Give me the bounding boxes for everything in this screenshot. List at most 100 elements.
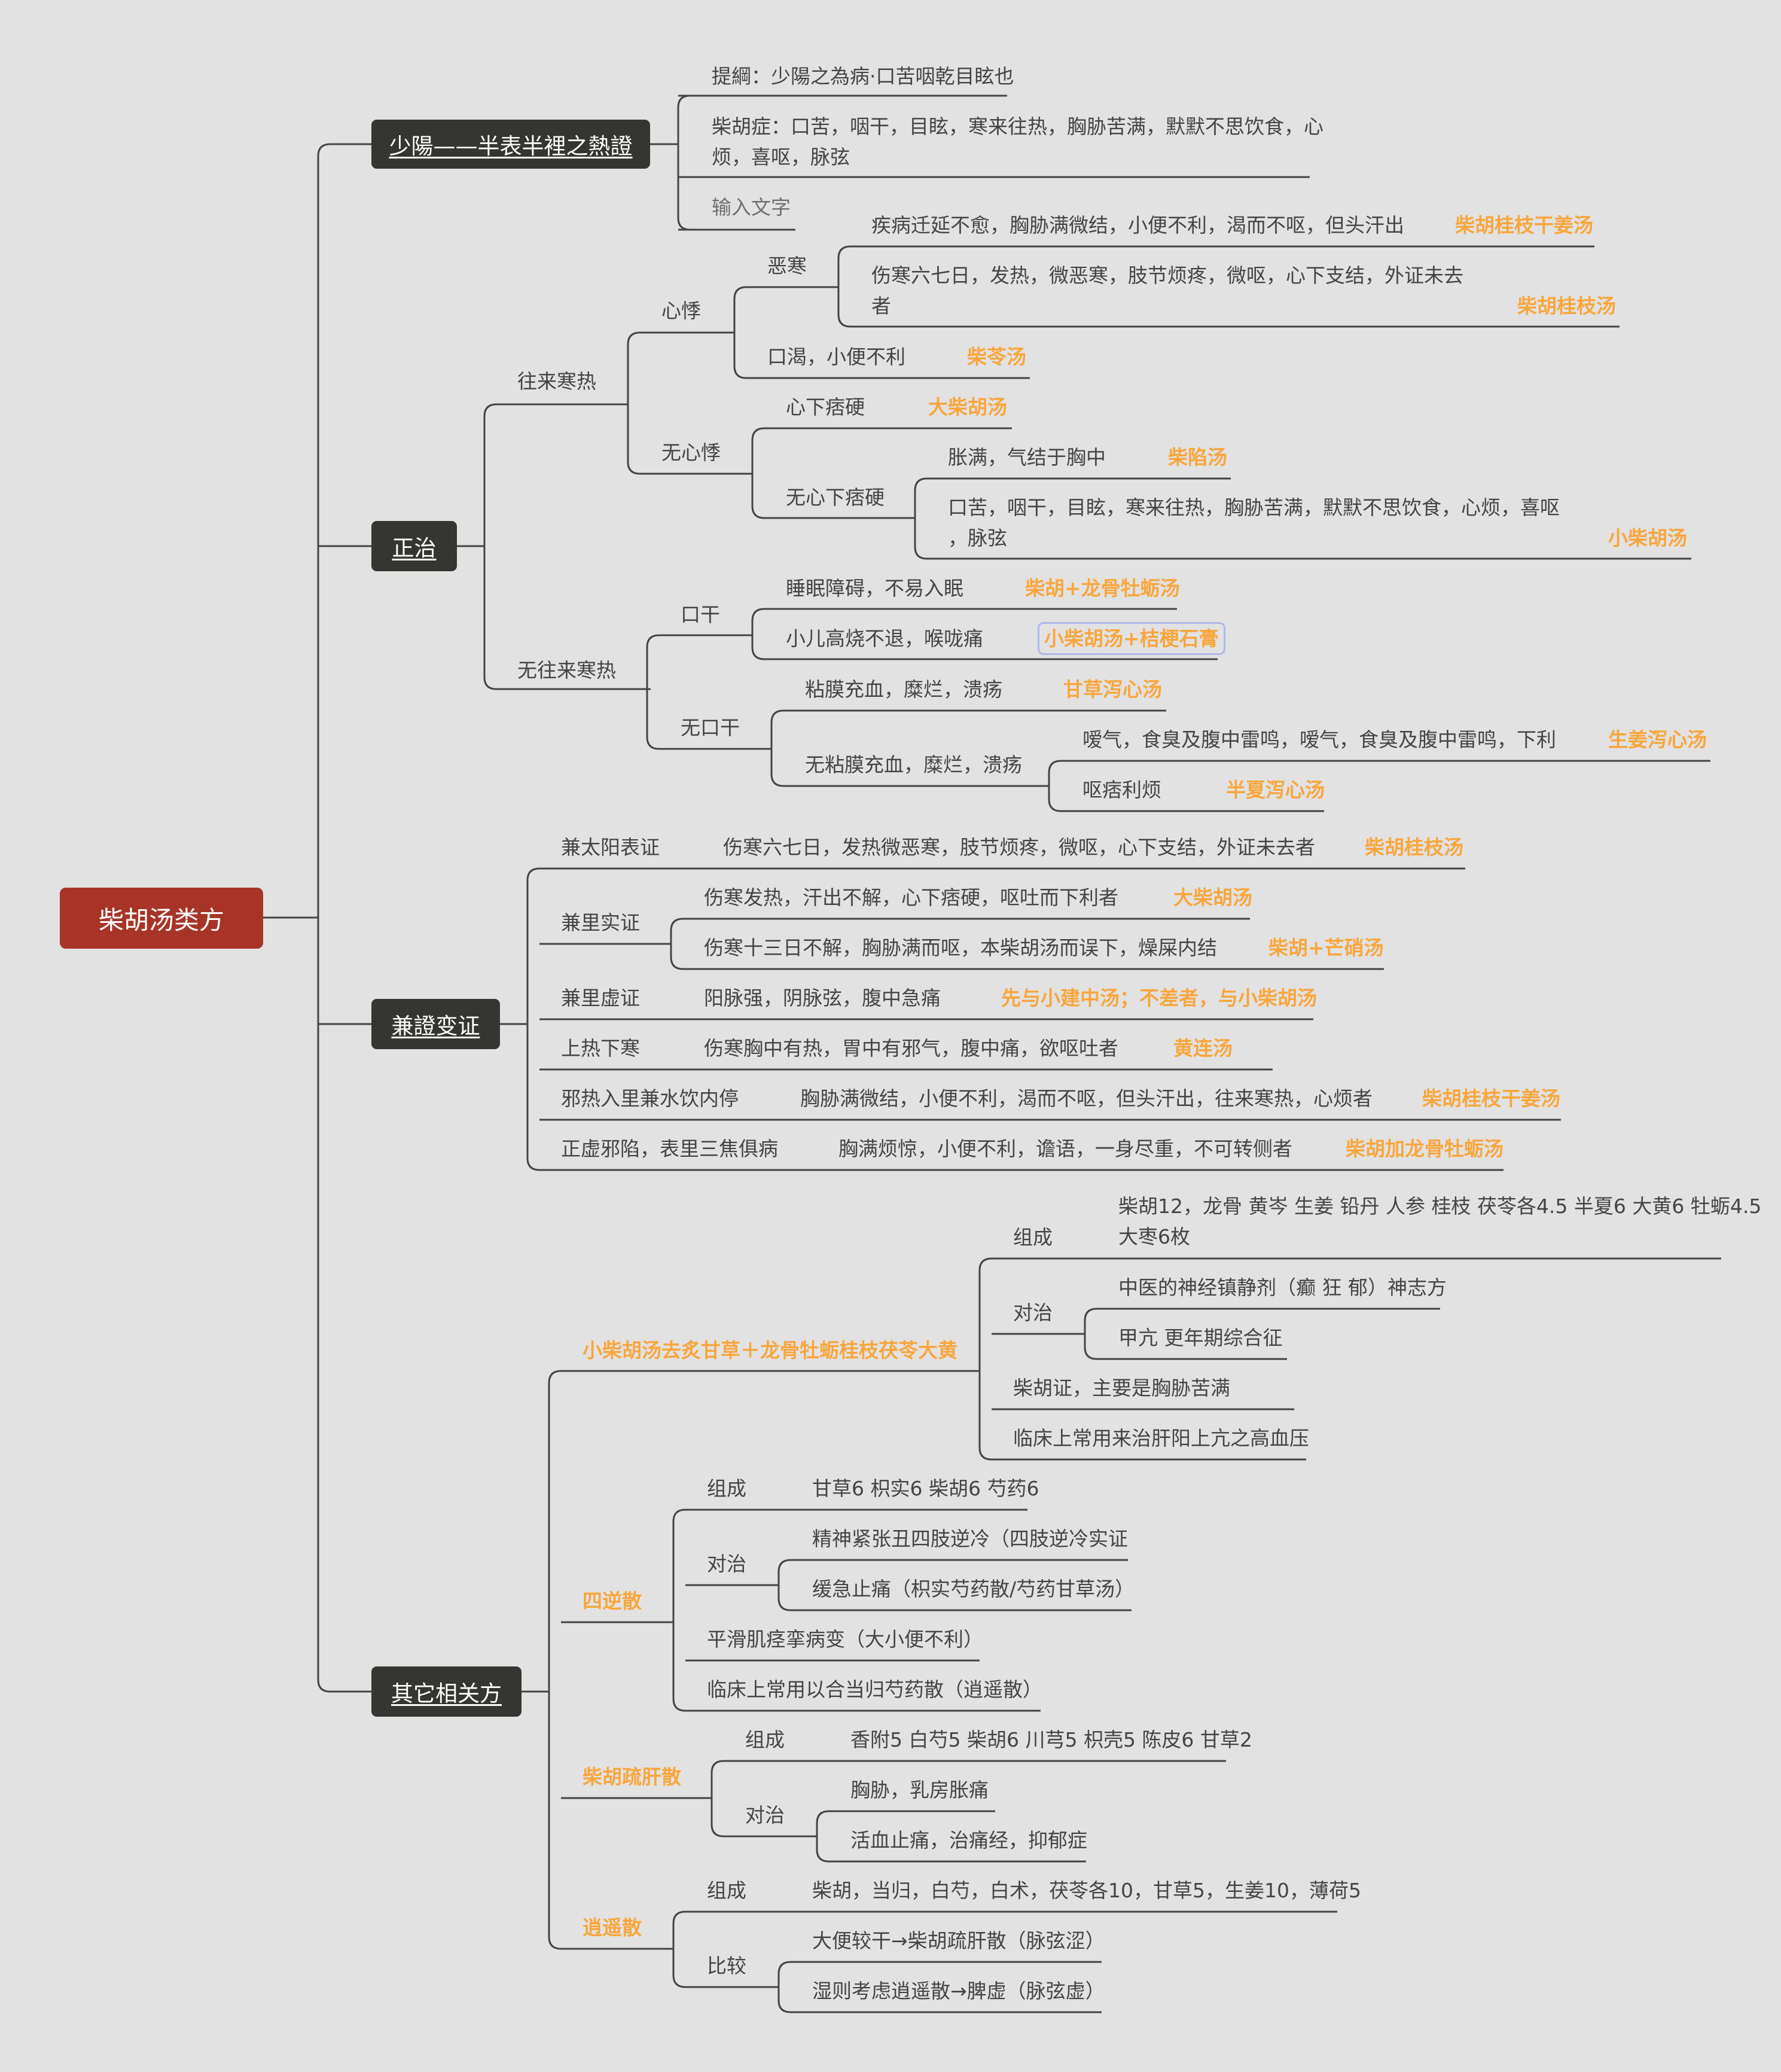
qt-f2-duizhi[interactable]: 对治 xyxy=(707,1552,746,1576)
zz-shang-line1[interactable]: 伤寒六七日，发热，微恶寒，肢节烦疼，微呕，心下支结，外证未去 xyxy=(871,264,1463,287)
zz-kouke[interactable]: 口渴，小便不利 xyxy=(767,345,905,368)
qt-f4[interactable]: 逍遥散 xyxy=(583,1916,642,1939)
jz-zhengxu-desc[interactable]: 胸满烦惊，小便不利，谵语，一身尽重，不可转侧者 xyxy=(838,1137,1292,1160)
qt-f1-zc-line2[interactable]: 大枣6枚 xyxy=(1118,1225,1190,1248)
qt-f4-zucheng[interactable]: 组成 xyxy=(707,1879,746,1902)
zz-wuwanglai[interactable]: 无往来寒热 xyxy=(517,659,616,682)
branch-zhengzhi[interactable]: 正治 xyxy=(371,521,457,571)
jz-xiere-formula[interactable]: 柴胡桂枝干姜汤 xyxy=(1422,1087,1560,1110)
f2-dz-bracket-top xyxy=(777,1559,791,1573)
zz-xiaoer[interactable]: 小儿高烧不退，喉咙痛 xyxy=(786,627,983,650)
jz-shangre[interactable]: 上热下寒 xyxy=(561,1037,640,1060)
jz-taiyang-desc[interactable]: 伤寒六七日，发热微恶寒，肢节烦疼，微呕，心下支结，外证未去者 xyxy=(723,836,1315,859)
shaoyang-input-placeholder[interactable]: 输入文字 xyxy=(712,196,791,219)
zz-wuxinxia[interactable]: 无心下痞硬 xyxy=(786,486,885,509)
qt-f2-dz2[interactable]: 缓急止痛（枳实芍药散/芍药甘草汤） xyxy=(812,1577,1135,1601)
zz-xinji[interactable]: 心悸 xyxy=(661,299,701,322)
zz-wunian[interactable]: 无粘膜充血，糜烂，溃疡 xyxy=(805,753,1022,776)
zz-kouku-formula[interactable]: 小柴胡汤 xyxy=(1608,526,1687,550)
f4-bracket-bottom xyxy=(672,1975,686,1988)
zz-oupi[interactable]: 呕痞利烦 xyxy=(1082,778,1161,802)
jz-lishi-desc1[interactable]: 伤寒发热，汗出不解，心下痞硬，呕吐而下利者 xyxy=(704,886,1118,909)
jz-lishi-desc2[interactable]: 伤寒十三日不解，胸胁满而呕，本柴胡汤而误下，燥屎内结 xyxy=(704,936,1217,959)
qt-f3-dz1[interactable]: 胸胁，乳房胀痛 xyxy=(850,1778,989,1802)
zz-kougan[interactable]: 口干 xyxy=(681,603,720,626)
jz-lishi[interactable]: 兼里实证 xyxy=(561,911,640,934)
jz-taiyang[interactable]: 兼太阳表证 xyxy=(561,836,660,859)
shaoyang-bracket-bottom xyxy=(677,217,691,231)
jz-lishi-formula2[interactable]: 柴胡+芒硝汤 xyxy=(1268,936,1384,959)
jz-lixu[interactable]: 兼里虚证 xyxy=(561,986,640,1010)
jz-shangre-formula[interactable]: 黄连汤 xyxy=(1173,1037,1233,1060)
qt-f3-zc[interactable]: 香附5 白芍5 柴胡6 川芎5 枳壳5 陈皮6 甘草2 xyxy=(850,1728,1252,1751)
qt-f1-c4[interactable]: 临床上常用来治肝阳上亢之高血压 xyxy=(1013,1427,1309,1450)
jz-xiere[interactable]: 邪热入里兼水饮内停 xyxy=(561,1087,739,1110)
zz-nian-formula[interactable]: 甘草泻心汤 xyxy=(1063,678,1162,701)
qt-f2-c3[interactable]: 平滑肌痉挛病变（大小便不利） xyxy=(707,1628,983,1651)
jz-lixu-formula[interactable]: 先与小建中汤；不差者，与小柴胡汤 xyxy=(1001,986,1317,1010)
zz-shang-formula[interactable]: 柴胡桂枝汤 xyxy=(1517,294,1616,318)
qt-f2-zc[interactable]: 甘草6 枳实6 柴胡6 芍药6 xyxy=(812,1477,1039,1500)
jz-shangre-desc[interactable]: 伤寒胸中有热，胃中有邪气，腹中痛，欲呕吐者 xyxy=(704,1037,1118,1060)
root-bracket-bottom xyxy=(317,1679,331,1693)
zz-zhang-formula[interactable]: 柴陷汤 xyxy=(1168,446,1227,469)
qt-f4-zc[interactable]: 柴胡，当归，白芍，白术，茯苓各10，甘草5，生姜10，薄荷5 xyxy=(812,1879,1361,1902)
qt-f4-bj1[interactable]: 大便较干→柴胡疏肝散（脉弦涩） xyxy=(812,1929,1105,1952)
shaoyang-chaihu-line2[interactable]: 烦，喜呕，脉弦 xyxy=(712,145,850,169)
kougan-bracket-top xyxy=(751,608,765,621)
jz-bracket-bottom xyxy=(526,1157,540,1171)
zz-nian[interactable]: 粘膜充血，糜烂，溃疡 xyxy=(805,678,1002,701)
zz-aiqi[interactable]: 嗳气，食臭及腹中雷鸣，嗳气，食臭及腹中雷鸣，下利 xyxy=(1082,728,1556,751)
jz-taiyang-formula[interactable]: 柴胡桂枝汤 xyxy=(1365,836,1463,859)
qt-f3-duizhi[interactable]: 对治 xyxy=(745,1803,785,1827)
zz-ji1[interactable]: 疾病迁延不愈，胸胁满微结，小便不利，渴而不呕，但头汗出 xyxy=(871,214,1404,237)
jz-zhengxu-formula[interactable]: 柴胡加龙骨牡蛎汤 xyxy=(1346,1137,1504,1160)
qt-f2-dz1[interactable]: 精神紧张丑四肢逆冷（四肢逆冷实证 xyxy=(812,1527,1128,1550)
zz-oupi-formula[interactable]: 半夏泻心汤 xyxy=(1226,778,1325,802)
zz-ji1-formula[interactable]: 柴胡桂枝干姜汤 xyxy=(1455,214,1593,237)
zz-shang-line2[interactable]: 者 xyxy=(871,294,891,318)
zz-kouke-formula[interactable]: 柴苓汤 xyxy=(967,345,1026,368)
qt-f1-duizhi[interactable]: 对治 xyxy=(1013,1301,1053,1324)
qt-f2[interactable]: 四逆散 xyxy=(583,1589,642,1613)
qt-f3-zucheng[interactable]: 组成 xyxy=(745,1728,785,1751)
wukougan-bracket-bottom xyxy=(770,773,784,787)
zz-zhang[interactable]: 胀满，气结于胸中 xyxy=(948,446,1106,469)
qt-f2-c4[interactable]: 临床上常用以合当归芍药散（逍遥散） xyxy=(707,1678,1042,1701)
qt-f4-bj2[interactable]: 湿则考虑逍遥散→脾虚（脉弦虚） xyxy=(812,1979,1105,2003)
zz-xiaoer-formula[interactable]: 小柴胡汤+桔梗石膏 xyxy=(1038,622,1225,655)
zz-kouku-line2[interactable]: ，脉弦 xyxy=(948,526,1007,550)
branch-shaoyang[interactable]: 少陽——半表半裡之熱證 xyxy=(371,120,650,169)
qt-f1-zucheng[interactable]: 组成 xyxy=(1013,1226,1053,1249)
jz-lishi-formula1[interactable]: 大柴胡汤 xyxy=(1173,886,1252,909)
zz-wuxinji[interactable]: 无心悸 xyxy=(661,441,721,464)
jz-xiere-desc[interactable]: 胸胁满微结，小便不利，渴而不呕，但头汗出，往来寒热，心烦者 xyxy=(800,1087,1373,1110)
qt-f1-dz1[interactable]: 中医的神经镇静剂（癫 狂 郁）神志方 xyxy=(1118,1276,1447,1299)
branch-qita[interactable]: 其它相关方 xyxy=(371,1666,522,1717)
zz-shuimian-formula[interactable]: 柴胡+龙骨牡蛎汤 xyxy=(1025,577,1180,600)
jz-zhengxu[interactable]: 正虚邪陷，表里三焦俱病 xyxy=(561,1137,778,1160)
qt-f3[interactable]: 柴胡疏肝散 xyxy=(583,1765,681,1788)
zz-shuimian[interactable]: 睡眠障碍，不易入眠 xyxy=(786,577,963,600)
qt-f1-dz2[interactable]: 甲亢 更年期综合征 xyxy=(1118,1326,1283,1349)
zz-xinxia[interactable]: 心下痞硬 xyxy=(786,395,865,419)
zz-kouku-line1[interactable]: 口苦，咽干，目眩，寒来往热，胸胁苦满，默默不思饮食，心烦，喜呕 xyxy=(948,496,1560,519)
qt-f1-zc-line1[interactable]: 柴胡12，龙骨 黄岑 生姜 铅丹 人参 桂枝 茯苓各4.5 半夏6 大黄6 牡蛎… xyxy=(1118,1195,1762,1218)
root-node[interactable]: 柴胡汤类方 xyxy=(60,888,263,949)
kougan-bracket-bottom xyxy=(751,647,765,660)
qt-f4-bijiao[interactable]: 比较 xyxy=(707,1954,746,1977)
zz-wanglai[interactable]: 往来寒热 xyxy=(517,370,596,393)
shaoyang-tigang[interactable]: 提綱：少陽之為病·口苦咽乾目眩也 xyxy=(712,65,1014,88)
qt-f1[interactable]: 小柴胡汤去炙甘草＋龙骨牡蛎桂枝茯苓大黄 xyxy=(583,1339,957,1362)
qt-f2-zucheng[interactable]: 组成 xyxy=(707,1477,746,1500)
branch-jianzheng[interactable]: 兼證变证 xyxy=(371,999,500,1049)
shaoyang-chaihu-line1[interactable]: 柴胡症：口苦，咽干，目眩，寒来往热，胸胁苦满，默默不思饮食，心 xyxy=(712,115,1323,138)
zz-xinxia-formula[interactable]: 大柴胡汤 xyxy=(928,395,1007,419)
zz-aiqi-formula[interactable]: 生姜泻心汤 xyxy=(1608,728,1707,751)
jz-lixu-desc[interactable]: 阳脉强，阴脉弦，腹中急痛 xyxy=(704,986,941,1010)
qt-f1-c3[interactable]: 柴胡证，主要是胸胁苦满 xyxy=(1013,1376,1230,1400)
qt-f3-dz2[interactable]: 活血止痛，治痛经，抑郁症 xyxy=(850,1829,1087,1852)
zz-wukougan[interactable]: 无口干 xyxy=(681,716,740,739)
zz-wuhan[interactable]: 恶寒 xyxy=(767,254,807,278)
